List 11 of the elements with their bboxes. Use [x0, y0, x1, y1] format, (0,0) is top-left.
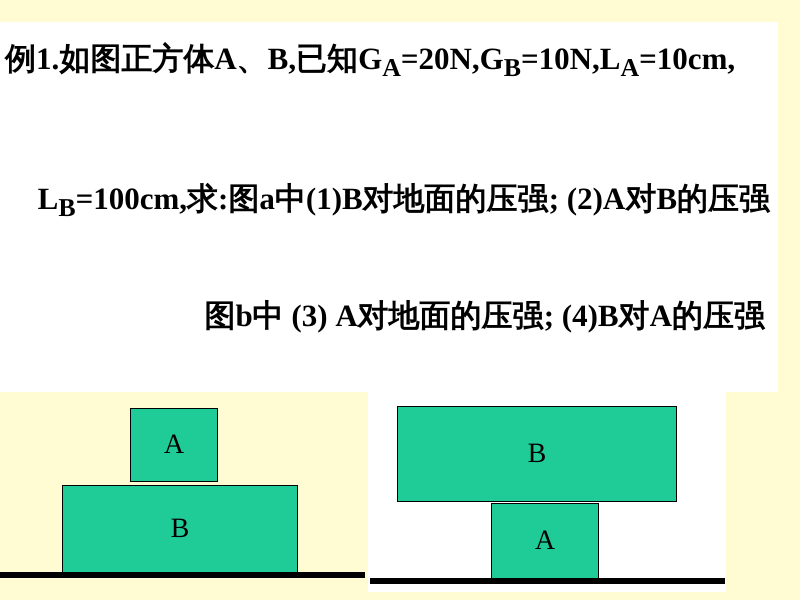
problem-text: 例1.如图正方体A、B,已知G$_{A}$=20N,G$_{B}$=10N,L$_{A}$=10cm,: [5, 40, 736, 84]
block-label: A: [164, 429, 184, 461]
block: [62, 485, 298, 573]
block: [397, 406, 677, 502]
block-label: B: [170, 513, 190, 545]
block-label: B: [528, 438, 546, 470]
problem-text: 图b中 (3) A对地面的压强; (4)B对A的压强: [204, 297, 765, 335]
block: [491, 503, 599, 579]
block-label: A: [534, 525, 556, 557]
problem-text: L$_{B}$=100cm,求:图a中(1)B对地面的压强; (2)A对B的压强: [38, 180, 770, 224]
block: [130, 408, 218, 482]
